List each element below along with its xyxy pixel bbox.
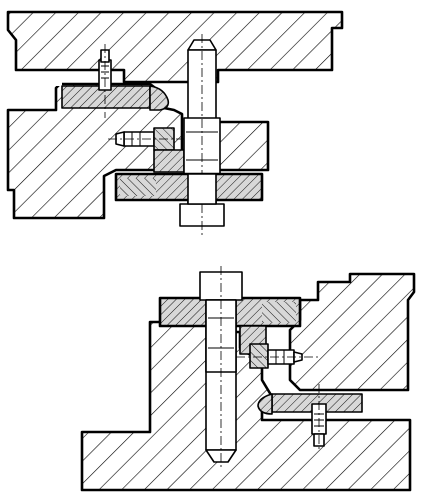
lower-small-screw: [311, 384, 327, 452]
upper-clamp-plate-coarse: [120, 178, 156, 196]
upper-bushing: [153, 149, 185, 173]
upper-horizontal-screw: [108, 127, 196, 151]
lower-flange-lip: [257, 393, 273, 415]
upper-small-screw: [98, 44, 112, 118]
lower-assembly: [80, 266, 416, 492]
upper-flange-lip: [149, 85, 170, 111]
lower-horizontal-screw: [236, 343, 318, 369]
upper-gap: [14, 76, 62, 86]
upper-top-plate: [6, 10, 344, 84]
lower-main-bolt: [199, 266, 243, 470]
lower-right-body: [288, 272, 416, 392]
lower-clamp-plate-coarse: [262, 302, 296, 322]
upper-assembly: [6, 10, 344, 236]
